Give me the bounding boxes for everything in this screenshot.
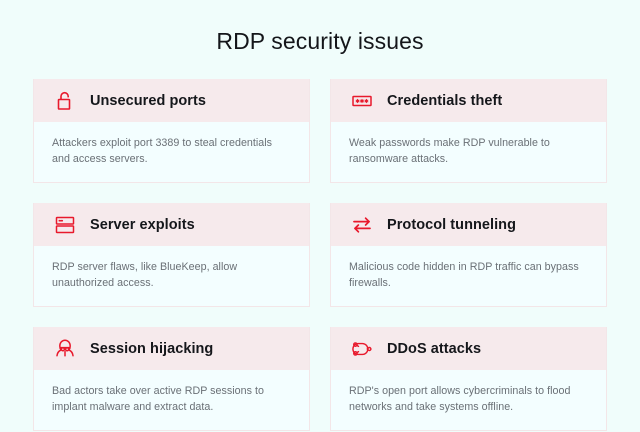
- card-header: Server exploits: [34, 203, 309, 246]
- card-description: Bad actors take over active RDP sessions…: [52, 385, 264, 413]
- open-padlock-icon: [52, 88, 78, 114]
- card-body: Weak passwords make RDP vulnerable to ra…: [331, 122, 606, 182]
- two-way-arrows-icon: [349, 212, 375, 238]
- card-server-exploits: Server exploits RDP server flaws, like B…: [33, 203, 310, 307]
- card-title: Session hijacking: [90, 340, 214, 357]
- hooded-hacker-icon: [52, 336, 78, 362]
- card-unsecured-ports: Unsecured ports Attackers exploit port 3…: [33, 79, 310, 183]
- cards-grid: Unsecured ports Attackers exploit port 3…: [33, 79, 607, 431]
- password-asterisks-icon: [349, 88, 375, 114]
- card-body: Malicious code hidden in RDP traffic can…: [331, 246, 606, 306]
- card-body: RDP server flaws, like BlueKeep, allow u…: [34, 246, 309, 306]
- card-header: Unsecured ports: [34, 79, 309, 122]
- card-header: DDoS attacks: [331, 327, 606, 370]
- card-description: RDP's open port allows cybercriminals to…: [349, 385, 571, 413]
- card-body: Bad actors take over active RDP sessions…: [34, 370, 309, 430]
- card-description: Attackers exploit port 3389 to steal cre…: [52, 137, 273, 165]
- ddos-network-icon: [349, 336, 375, 362]
- server-rack-icon: [52, 212, 78, 238]
- card-protocol-tunneling: Protocol tunneling Malicious code hidden…: [330, 203, 607, 307]
- card-description: Weak passwords make RDP vulnerable to ra…: [349, 137, 550, 165]
- card-description: RDP server flaws, like BlueKeep, allow u…: [52, 261, 238, 289]
- card-title: Protocol tunneling: [387, 216, 516, 233]
- card-ddos-attacks: DDoS attacks RDP's open port allows cybe…: [330, 327, 607, 431]
- card-credentials-theft: Credentials theft Weak passwords make RD…: [330, 79, 607, 183]
- card-title: DDoS attacks: [387, 340, 482, 357]
- card-title: Server exploits: [90, 216, 195, 233]
- card-header: Session hijacking: [34, 327, 309, 370]
- card-title: Credentials theft: [387, 92, 503, 109]
- page-title: RDP security issues: [216, 28, 424, 54]
- card-description: Malicious code hidden in RDP traffic can…: [349, 261, 579, 289]
- card-title: Unsecured ports: [90, 92, 206, 109]
- card-body: Attackers exploit port 3389 to steal cre…: [34, 122, 309, 182]
- card-body: RDP's open port allows cybercriminals to…: [331, 370, 606, 430]
- card-session-hijacking: Session hijacking Bad actors take over a…: [33, 327, 310, 431]
- card-header: Protocol tunneling: [331, 203, 606, 246]
- card-header: Credentials theft: [331, 79, 606, 122]
